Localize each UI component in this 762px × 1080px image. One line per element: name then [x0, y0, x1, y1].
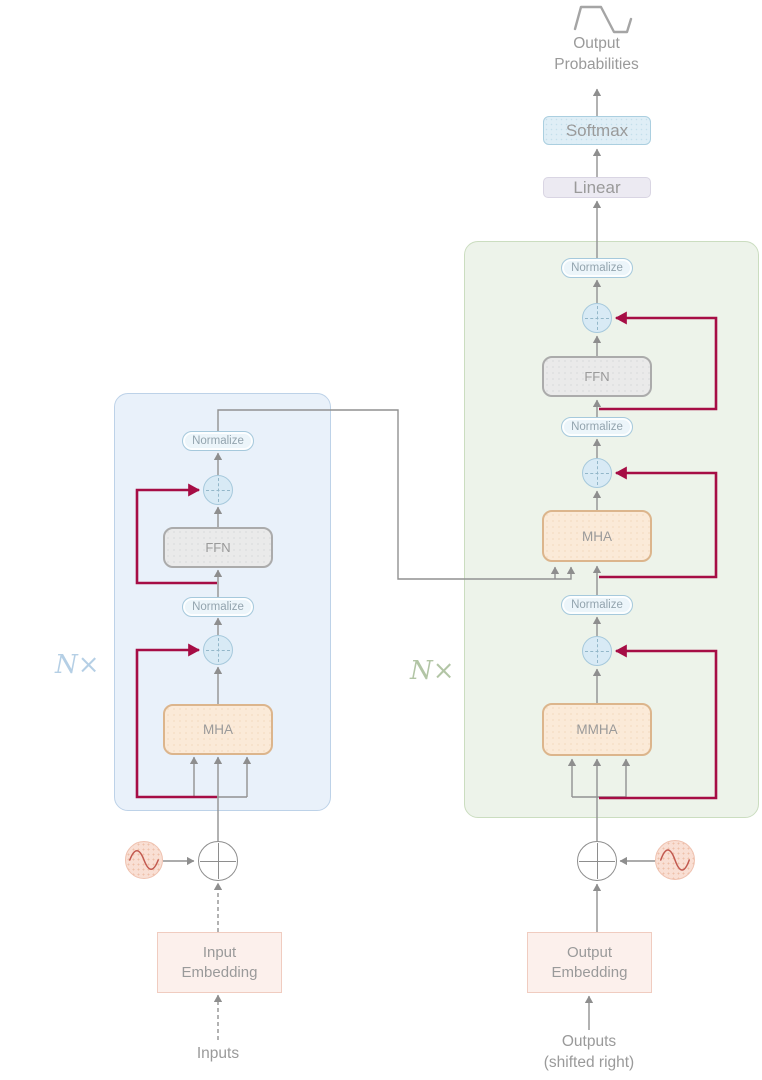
- decoder-mmha-box: MMHA: [542, 703, 652, 756]
- inputs-label: Inputs: [196, 1045, 240, 1062]
- sine-wave-icon: [129, 850, 159, 870]
- output-embedding-box: Output Embedding: [527, 932, 652, 993]
- decoder-positional-encoding-icon: [655, 840, 695, 880]
- decoder-normalize-pill-1: Normalize: [561, 258, 633, 278]
- encoder-add-circle-2: [203, 635, 233, 665]
- decoder-normalize-pill-2: Normalize: [561, 417, 633, 437]
- encoder-mha-box: MHA: [163, 704, 273, 755]
- encoder-normalize-pill-2: Normalize: [182, 597, 254, 617]
- decoder-repeat-label: N×: [410, 656, 455, 686]
- encoder-normalize-pill-1: Normalize: [182, 431, 254, 451]
- softmax-box: Softmax: [543, 116, 651, 145]
- encoder-positional-encoding-icon: [125, 841, 163, 879]
- encoder-add-circle-1: [203, 475, 233, 505]
- encoder-repeat-label: N×: [55, 650, 100, 680]
- decoder-normalize-pill-3: Normalize: [561, 595, 633, 615]
- decoder-mha-box: MHA: [542, 510, 652, 562]
- encoder-position-add-circle: [198, 841, 238, 881]
- distribution-curve-icon: [573, 5, 633, 34]
- input-embedding-box: Input Embedding: [157, 932, 282, 993]
- decoder-add-circle-2: [582, 458, 612, 488]
- outputs-label: Outputs (shifted right): [543, 1033, 635, 1071]
- sine-wave-icon: [659, 849, 691, 871]
- encoder-ffn-box: FFN: [163, 527, 273, 568]
- linear-box: Linear: [543, 177, 651, 198]
- decoder-add-circle-3: [582, 636, 612, 666]
- decoder-ffn-box: FFN: [542, 356, 652, 397]
- decoder-position-add-circle: [577, 841, 617, 881]
- decoder-add-circle-1: [582, 303, 612, 333]
- output-probabilities-label: Output Probabilities: [554, 35, 639, 73]
